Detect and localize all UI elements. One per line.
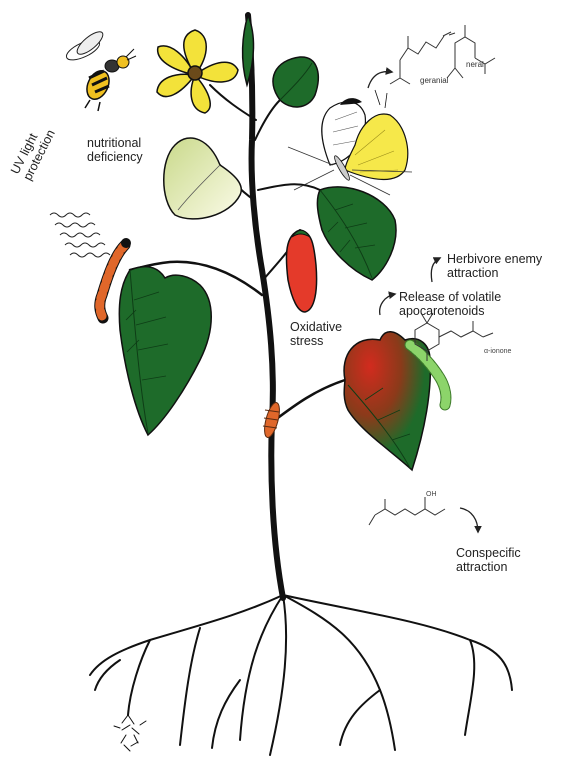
label-conspecific-attraction: Conspecific attraction bbox=[456, 546, 521, 575]
nutritional-deficiency-text: nutritional deficiency bbox=[87, 136, 143, 164]
release-volatile-text: Release of volatile apocarotenoids bbox=[399, 290, 501, 318]
label-release-volatile: Release of volatile apocarotenoids bbox=[399, 290, 501, 319]
flower bbox=[157, 30, 238, 113]
conspecific-structure bbox=[369, 497, 445, 525]
root-hairs bbox=[114, 715, 146, 751]
neral-text: neral bbox=[466, 60, 484, 69]
label-nutritional-deficiency: nutritional deficiency bbox=[87, 136, 143, 165]
oxidative-stress-text: Oxidative stress bbox=[290, 320, 342, 348]
conspecific-attraction-text: Conspecific attraction bbox=[456, 546, 521, 574]
label-neral: neral bbox=[466, 60, 484, 69]
alpha-ionone-text: α-ionone bbox=[484, 348, 511, 355]
roots bbox=[90, 595, 512, 755]
chlorotic-leaf bbox=[164, 138, 242, 219]
left-leaf bbox=[119, 267, 211, 435]
label-oh: OH bbox=[426, 491, 437, 499]
butterfly-icon bbox=[288, 90, 412, 195]
geranial-text: geranial bbox=[420, 76, 448, 85]
ionone-structure bbox=[415, 313, 493, 361]
uv-waves-icon bbox=[50, 213, 110, 257]
herbivore-enemy-attraction-text: Herbivore enemy attraction bbox=[447, 252, 542, 280]
larva-icon bbox=[262, 401, 283, 439]
wasp-icon bbox=[64, 28, 136, 111]
label-oxidative-stress: Oxidative stress bbox=[290, 320, 342, 349]
label-herbivore-enemy-attraction: Herbivore enemy attraction bbox=[447, 252, 542, 281]
label-geranial: geranial bbox=[420, 76, 448, 85]
oh-text: OH bbox=[426, 491, 437, 498]
label-alpha-ionone: α-ionone bbox=[484, 348, 511, 356]
butterfly-leaf bbox=[317, 187, 396, 280]
fruit bbox=[286, 230, 316, 312]
